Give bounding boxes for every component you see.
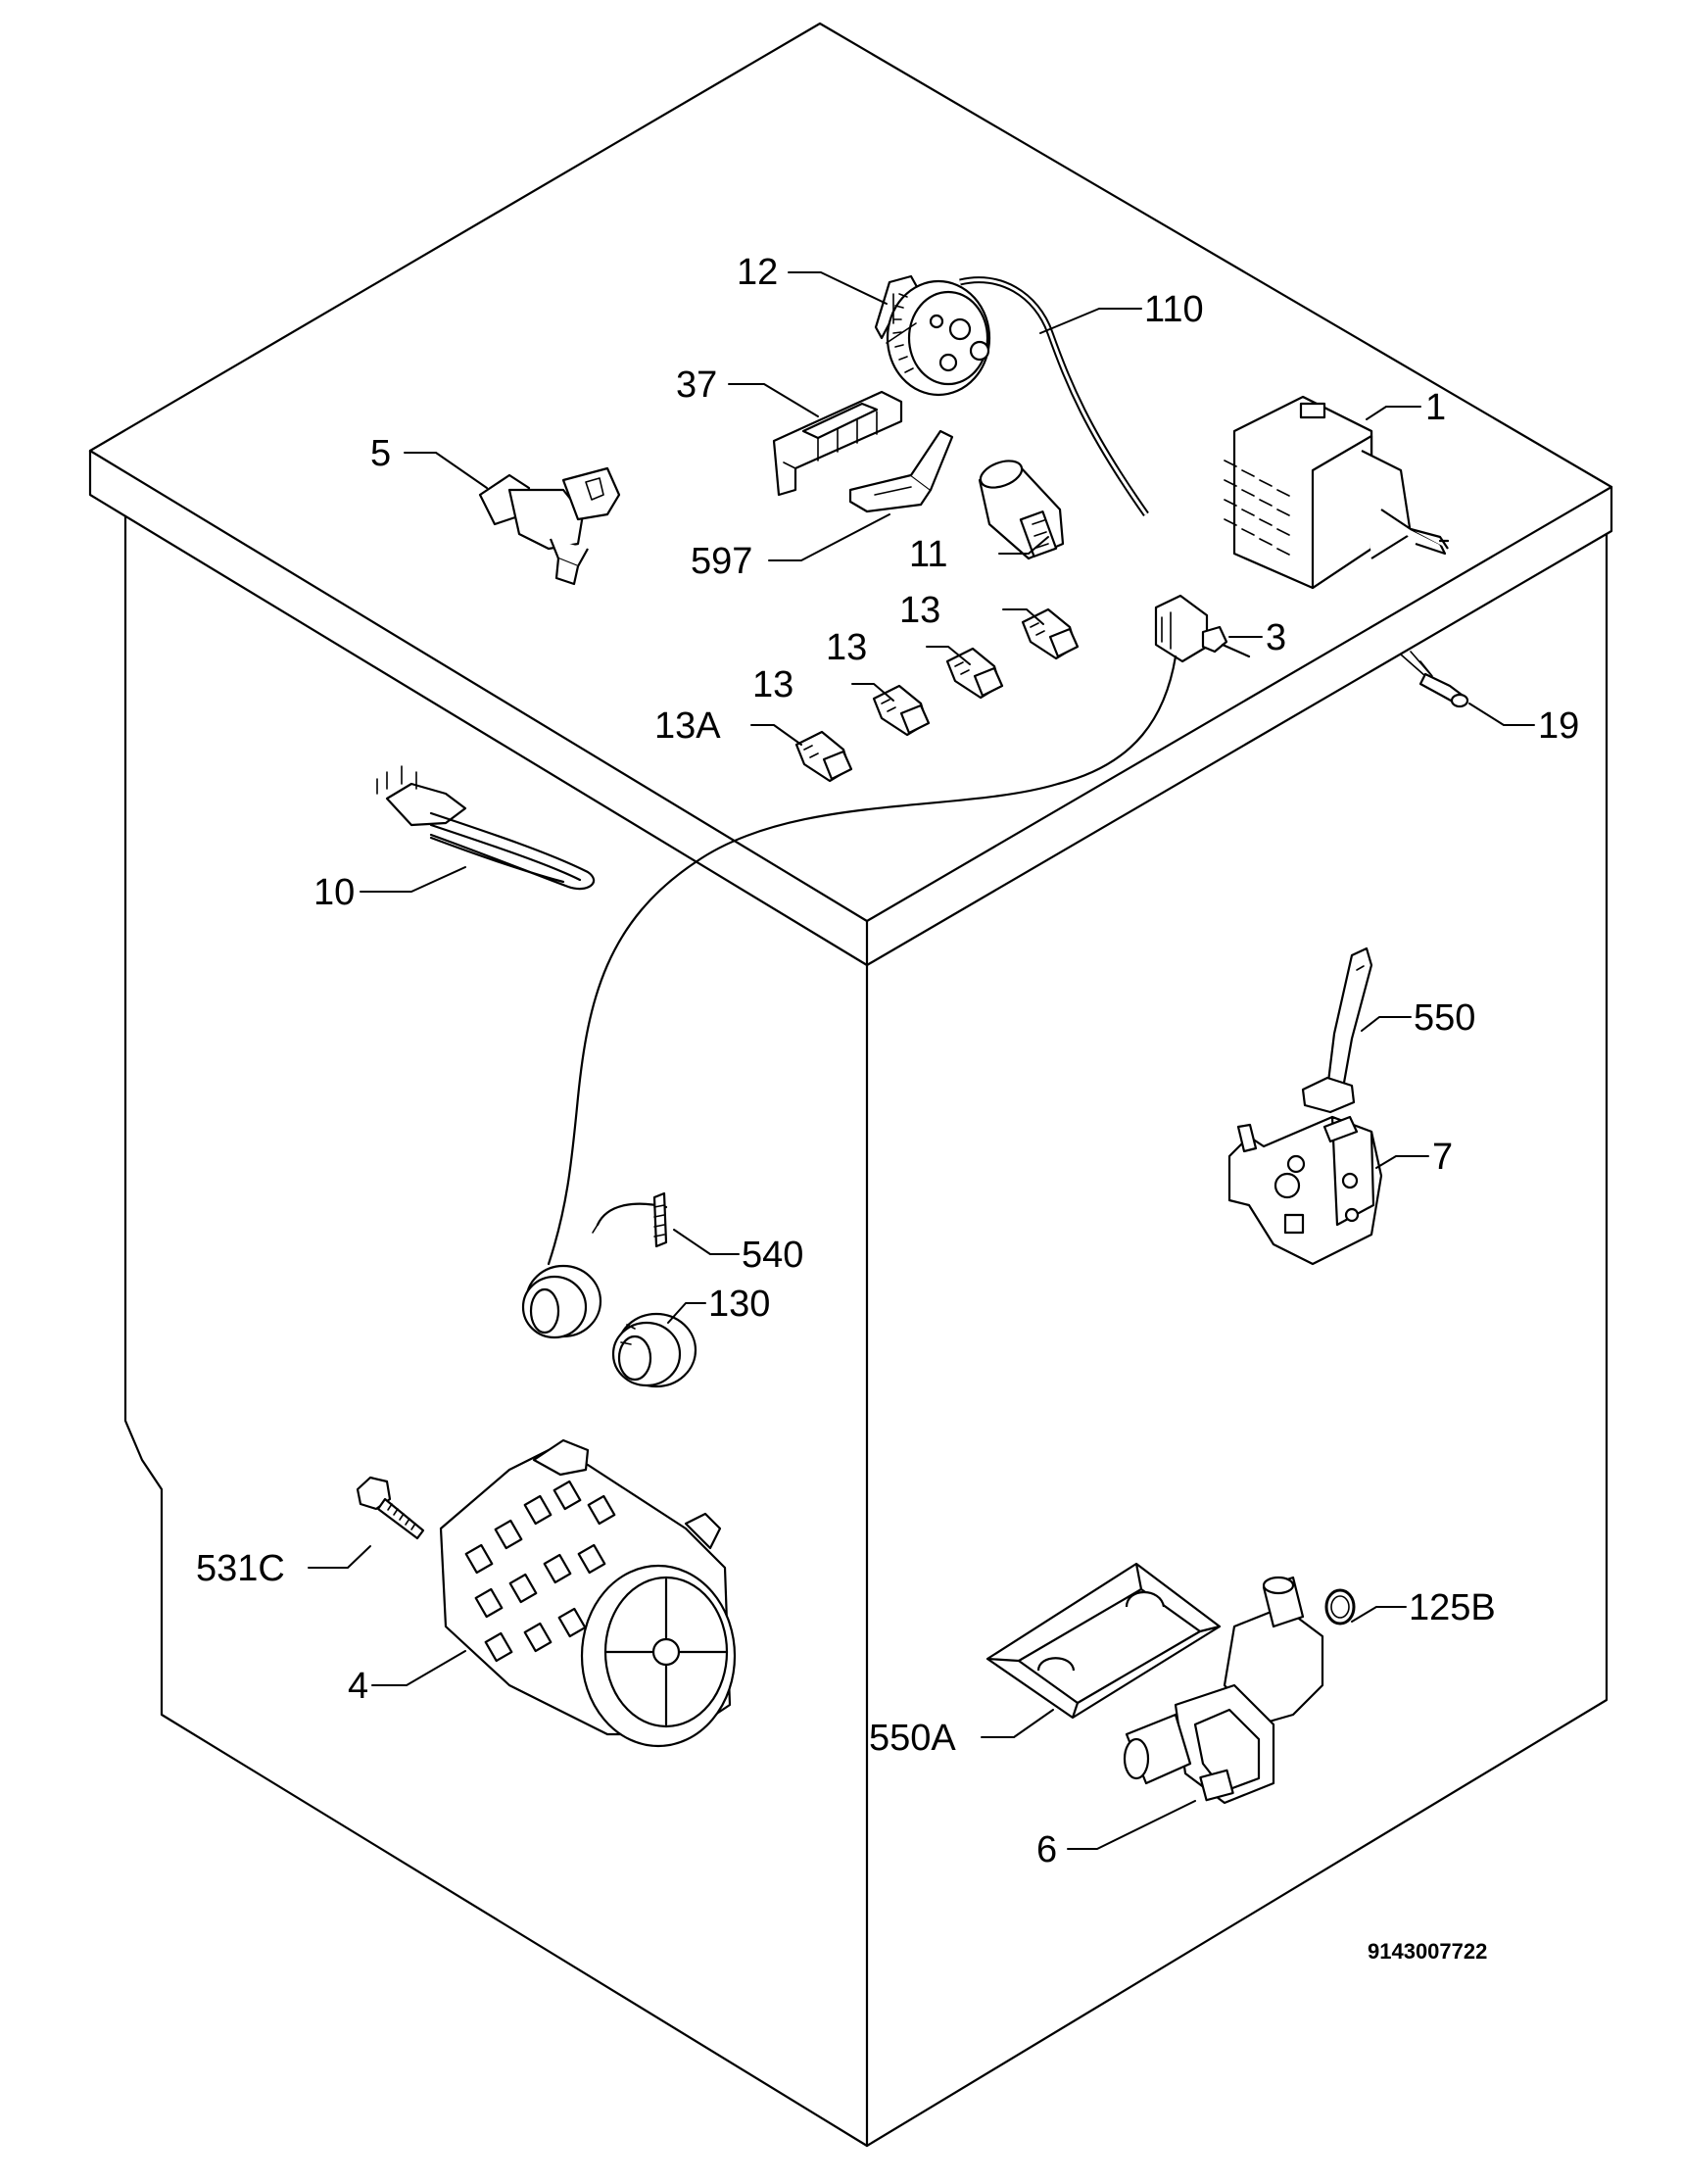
label-6: 6	[1036, 1829, 1057, 1870]
bracket-part-37	[772, 390, 903, 497]
cable-part-3	[547, 655, 1177, 1266]
seal-ring-part-125B	[1324, 1588, 1356, 1626]
spring-part-540	[592, 1191, 668, 1248]
grommet-on-cable	[521, 1264, 602, 1339]
label-597: 597	[691, 541, 752, 582]
pump-part-6	[1123, 1576, 1324, 1805]
connector-part-13-top	[1021, 607, 1080, 660]
label-550: 550	[1414, 997, 1475, 1039]
label-550A: 550A	[869, 1718, 956, 1759]
heater-part-10	[376, 765, 596, 891]
label-37: 37	[676, 364, 717, 406]
hose-part-110-core	[959, 278, 1148, 515]
part-labels: 12 110 37 1 5 597 11 13 3 13 13 19 13A 1…	[196, 252, 1579, 1870]
screw-part-531C	[356, 1476, 425, 1540]
label-1: 1	[1425, 387, 1446, 428]
label-3: 3	[1266, 617, 1286, 658]
connector-part-13A	[794, 730, 853, 783]
label-7: 7	[1432, 1137, 1453, 1178]
leader-lines	[308, 271, 1535, 1850]
pressure-switch-part-12	[874, 274, 991, 397]
drawing-code: 9143007722	[1368, 1939, 1487, 1964]
label-13-middle: 13	[826, 627, 867, 668]
switch-part-3	[1154, 594, 1251, 663]
label-13A: 13A	[654, 705, 721, 747]
connector-part-13-middle	[945, 647, 1004, 700]
label-540: 540	[742, 1235, 803, 1276]
label-5: 5	[370, 433, 391, 474]
valve-part-5	[478, 466, 621, 586]
label-10: 10	[313, 872, 355, 913]
capacitor-part-11	[978, 460, 1065, 560]
label-12: 12	[737, 252, 778, 293]
grommet-part-130	[611, 1312, 697, 1388]
appliance-cabinet	[88, 22, 1613, 2148]
clip-part-597	[848, 429, 954, 513]
sensor-part-19	[1400, 651, 1469, 708]
label-110: 110	[1144, 289, 1204, 330]
label-130: 130	[708, 1284, 770, 1325]
label-4: 4	[348, 1666, 368, 1707]
wire-part-550	[1301, 946, 1373, 1114]
label-531C: 531C	[196, 1548, 285, 1589]
connector-part-13-lower	[872, 684, 931, 737]
label-125B: 125B	[1409, 1587, 1496, 1628]
label-11: 11	[909, 534, 947, 575]
programmer-part-1	[1224, 395, 1450, 590]
cover-part-550A	[985, 1562, 1222, 1720]
label-19: 19	[1538, 705, 1579, 747]
label-13-lower: 13	[752, 664, 793, 705]
door-lock-part-7	[1227, 1115, 1383, 1266]
motor-part-4	[439, 1438, 737, 1748]
label-13-top: 13	[899, 590, 940, 631]
